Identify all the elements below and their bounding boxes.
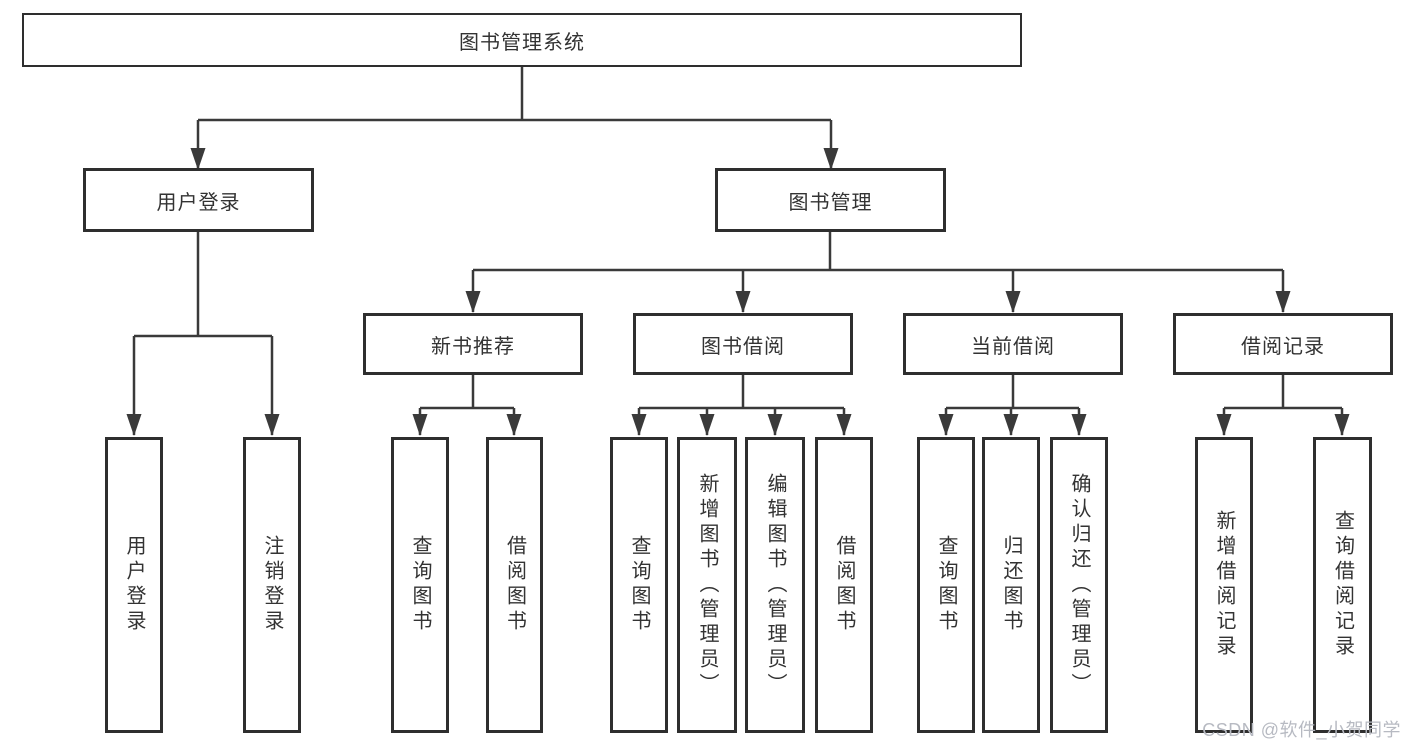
node-book-management: 图书管理 (715, 168, 946, 232)
csdn-watermark: CSDN @软件_小贺同学 (1202, 720, 1401, 740)
node-cb-confirm-return-admin: 确认归还（管理员） (1050, 437, 1108, 733)
node-bb-edit-book-admin-label: 编辑图书（管理员） (764, 472, 786, 698)
book-borrow-connectors (631, 375, 852, 436)
borrow-record-connectors (1216, 375, 1350, 436)
node-leaf-user-login: 用户登录 (105, 437, 163, 733)
node-new-book-recommend-label: 新书推荐 (431, 335, 515, 358)
node-root: 图书管理系统 (22, 13, 1022, 67)
node-leaf-logout-label: 注销登录 (261, 535, 283, 635)
node-cb-query-book: 查询图书 (917, 437, 975, 733)
node-leaf-logout: 注销登录 (243, 437, 301, 733)
node-cb-query-book-label: 查询图书 (935, 535, 957, 635)
node-br-query-record-label: 查询借阅记录 (1331, 510, 1354, 660)
node-current-borrow-label: 当前借阅 (971, 335, 1055, 358)
node-bb-query-book: 查询图书 (610, 437, 668, 733)
node-cb-return-book-label: 归还图书 (1000, 535, 1022, 635)
node-current-borrow: 当前借阅 (903, 313, 1123, 375)
new-book-recommend-connectors (412, 375, 522, 436)
node-bb-add-book-admin-label: 新增图书（管理员） (696, 472, 718, 698)
node-nb-borrow-book: 借阅图书 (486, 437, 543, 733)
node-borrow-record: 借阅记录 (1173, 313, 1393, 375)
user-login-connectors (126, 232, 280, 436)
node-cb-confirm-return-admin-label: 确认归还（管理员） (1068, 472, 1090, 698)
node-bb-borrow-book: 借阅图书 (815, 437, 873, 733)
node-nb-borrow-book-label: 借阅图书 (503, 535, 526, 635)
node-nb-query-book-label: 查询图书 (409, 535, 431, 635)
node-leaf-user-login-label: 用户登录 (123, 535, 145, 635)
node-br-query-record: 查询借阅记录 (1313, 437, 1372, 733)
current-borrow-connectors (938, 375, 1087, 436)
root-to-level1-connectors (190, 67, 839, 170)
node-br-add-record-label: 新增借阅记录 (1213, 510, 1235, 660)
node-cb-return-book: 归还图书 (982, 437, 1040, 733)
node-nb-query-book: 查询图书 (391, 437, 449, 733)
node-bb-query-book-label: 查询图书 (628, 535, 650, 635)
node-book-borrow-label: 图书借阅 (701, 335, 785, 358)
node-br-add-record: 新增借阅记录 (1195, 437, 1253, 733)
node-bb-borrow-book-label: 借阅图书 (833, 535, 855, 635)
book-management-connectors (465, 232, 1291, 313)
node-book-management-label: 图书管理 (788, 191, 873, 214)
node-book-borrow: 图书借阅 (633, 313, 853, 375)
node-bb-add-book-admin: 新增图书（管理员） (677, 437, 737, 733)
node-user-login-label: 用户登录 (156, 191, 241, 214)
node-new-book-recommend: 新书推荐 (363, 313, 583, 375)
node-bb-edit-book-admin: 编辑图书（管理员） (745, 437, 805, 733)
node-borrow-record-label: 借阅记录 (1241, 335, 1325, 358)
node-root-label: 图书管理系统 (459, 31, 585, 54)
node-user-login: 用户登录 (83, 168, 314, 232)
